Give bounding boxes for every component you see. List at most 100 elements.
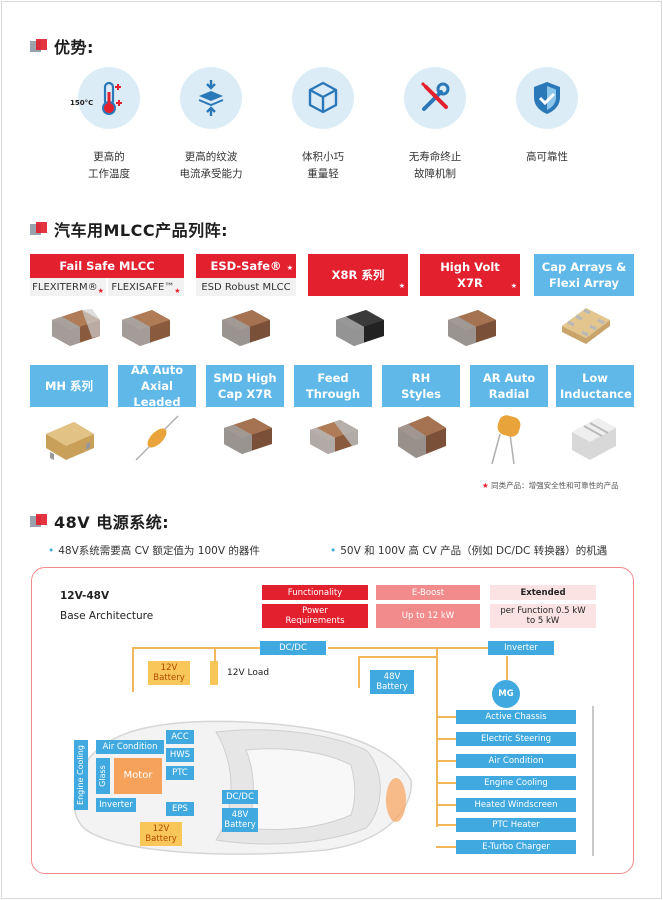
low-inductance-chip-image <box>572 418 616 460</box>
product-tile-fail-safe: Fail Safe MLCC <box>30 254 184 278</box>
wire <box>436 804 466 806</box>
wire <box>436 782 466 784</box>
car-air-condition: Air Condition <box>96 740 164 754</box>
wire <box>436 846 466 848</box>
wire <box>132 647 134 692</box>
mlcc-chip-image <box>222 310 270 346</box>
mh-chip-image <box>46 422 94 460</box>
product-subtile-flexiterm: FLEXITERM®★ <box>30 278 106 296</box>
load-item: Air Condition <box>456 754 576 768</box>
car-hws: HWS <box>166 748 194 762</box>
section-title: 48V 电源系统: <box>54 513 170 532</box>
advantage-label: 高可靠性 <box>526 151 568 163</box>
product-subtile-esd-robust: ESD Robust MLCC <box>196 278 296 296</box>
diagram-title: 12V-48V <box>60 590 110 602</box>
product-tile-high-volt: High Volt X7R★ <box>420 254 520 296</box>
wire <box>592 706 594 856</box>
product-tile-feed-through: Feed Through <box>294 365 372 407</box>
advantage-label: 更高的工作温度 <box>88 151 130 180</box>
advantage-label: 更高的纹波电流承受能力 <box>179 151 243 180</box>
section-title: 汽车用MLCC产品列阵: <box>54 221 229 240</box>
car-battery-12v: 12V Battery <box>140 822 182 846</box>
product-tile-cap-arrays: Cap Arrays & Flexi Array <box>534 254 634 296</box>
feed-through-chip-image <box>310 420 358 454</box>
cap-array-chip-image <box>562 308 610 344</box>
wire <box>436 760 466 762</box>
legend-functionality: Functionality <box>262 585 368 600</box>
advantage-label: 无寿命终止故障机制 <box>408 151 462 180</box>
wire <box>436 824 466 826</box>
legend-eboost: E-Boost <box>376 585 480 600</box>
battery-12v: 12V Battery <box>148 661 190 685</box>
car-illustration <box>73 720 413 855</box>
product-tile-x8r: X8R 系列★ <box>308 254 408 296</box>
car-motor: Motor <box>114 758 162 794</box>
legend-up-to: Up to 12 kW <box>376 604 480 628</box>
battery-48v: 48V Battery <box>370 670 414 694</box>
advantage-label: 体积小巧重量轻 <box>302 151 344 180</box>
temperature-badge: 150°C <box>70 99 94 107</box>
legend-extended: Extended <box>490 585 596 600</box>
product-tile-smd-high-cap: SMD High Cap X7R <box>206 365 284 407</box>
wire <box>358 656 360 688</box>
section-products-header: 汽车用MLCC产品列阵: <box>30 219 229 240</box>
wire <box>436 738 466 740</box>
load-12v-resistor <box>210 661 218 685</box>
product-subtile-flexisafe: FLEXISAFE™★ <box>108 278 184 296</box>
load-item: Engine Cooling <box>456 776 576 790</box>
mlcc-chip-image <box>122 310 170 346</box>
load-12v-label: 12V Load <box>227 668 270 678</box>
product-footnote: ★ 同类产品：增强安全性和可靠性的产品 <box>482 481 619 490</box>
car-battery-48v: 48V Battery <box>222 808 258 832</box>
mlcc-chip-image <box>224 418 272 454</box>
power-bullet-2: •50V 和 100V 高 CV 产品（例如 DC/DC 转换器）的机遇 <box>330 545 608 557</box>
wire <box>328 647 508 649</box>
inverter-box: Inverter <box>488 641 554 655</box>
architecture-diagram: 12V-48V Base Architecture Functionality … <box>31 567 634 874</box>
load-item: Active Chassis <box>456 710 576 724</box>
car-dcdc: DC/DC <box>222 790 258 804</box>
section-power-header: 48V 电源系统: <box>30 511 170 532</box>
wire <box>436 647 438 827</box>
mlcc-chip-image <box>448 310 496 346</box>
mlcc-chip-image <box>336 310 384 346</box>
load-item: Heated Windscreen <box>456 798 576 812</box>
section-marker-icon <box>30 221 48 237</box>
product-tile-esd-safe: ESD-Safe®★ <box>196 254 296 278</box>
shield-check-icon <box>516 67 578 129</box>
product-tile-low-inductance: Low Inductance <box>556 365 634 407</box>
car-eps: EPS <box>166 802 194 816</box>
load-item: PTC Heater <box>456 818 576 832</box>
product-tile-rh-styles: RH Styles <box>382 365 460 407</box>
car-inverter: Inverter <box>96 798 136 812</box>
cube-icon <box>292 67 354 129</box>
car-glass: Glass <box>96 758 110 794</box>
load-item: Electric Steering <box>456 732 576 746</box>
wire <box>132 647 262 649</box>
product-tile-mh: MH 系列 <box>30 365 108 407</box>
wire <box>506 656 508 680</box>
wire <box>358 656 438 658</box>
car-ptc: PTC <box>166 766 194 780</box>
compression-layers-icon <box>180 67 242 129</box>
section-marker-icon <box>30 513 48 529</box>
radial-capacitor-image <box>491 415 521 465</box>
car-acc: ACC <box>166 730 194 744</box>
tools-icon <box>404 67 466 129</box>
product-tile-ar-auto: AR Auto Radial <box>470 365 548 407</box>
dcdc-box: DC/DC <box>260 641 326 655</box>
mg-motor: MG <box>492 680 520 708</box>
car-engine-cooling: Engine Cooling <box>74 740 88 810</box>
wire <box>436 716 466 718</box>
section-advantages-header: 优势: <box>30 36 94 57</box>
thermometer-icon <box>78 67 140 129</box>
section-title: 优势: <box>54 38 94 57</box>
section-marker-icon <box>30 38 48 54</box>
legend-power-requirements: Power Requirements <box>262 604 368 628</box>
product-tile-aa-auto: AA Auto Axial Leaded <box>118 363 196 409</box>
load-item: E-Turbo Charger <box>456 840 576 854</box>
legend-per-function: per Function 0.5 kW to 5 kW <box>490 604 596 628</box>
axial-capacitor-image <box>135 415 179 461</box>
mlcc-chip-image <box>52 309 100 346</box>
